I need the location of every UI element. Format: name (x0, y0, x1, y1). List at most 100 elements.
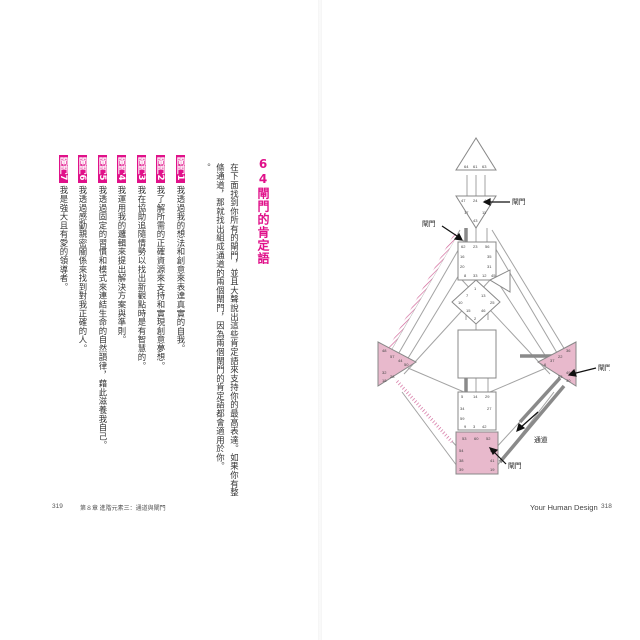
g-center (451, 279, 501, 325)
defined-channel (386, 233, 458, 353)
gate-number: 30 (566, 378, 571, 383)
gate-number: 46 (481, 308, 486, 313)
gate-number: 10 (458, 300, 463, 305)
gate-affirmation-1: 閘門1 我透過我的想法和創意來表達真實的自我。 (175, 155, 186, 353)
gate-number: 15 (466, 308, 471, 313)
gate-text: 我了解所需的正確資源來支持和實現創意夢想。 (155, 185, 166, 371)
gate-number: 20 (460, 264, 465, 269)
channel-line (493, 245, 561, 359)
gate-tag: 閘門5 (97, 155, 108, 183)
arrow-head (516, 422, 526, 433)
solar-plexus-center (537, 341, 577, 387)
gate-number: 34 (460, 406, 465, 411)
gate-tag: 閘門6 (77, 155, 88, 183)
gate-number: 35 (487, 254, 492, 259)
gate-number: 54 (459, 448, 464, 453)
callout-channel-label: 通道 (534, 435, 548, 444)
gate-tag: 閘門7 (58, 155, 69, 183)
gate-number: 1 (474, 286, 477, 291)
gate-number: 9 (464, 424, 467, 429)
defined-channel (394, 378, 454, 444)
gate-number: 32 (382, 370, 387, 375)
left-page-number: 319 (52, 503, 63, 510)
gate-number: 16 (460, 254, 465, 259)
gate-text: 我在協助追隨情勢以找出新觀點時是有智慧的。 (136, 185, 147, 371)
gate-affirmation-3: 閘門3 我在協助追隨情勢以找出新觀點時是有智慧的。 (136, 155, 147, 371)
gate-number: 25 (490, 300, 495, 305)
spleen-center (377, 341, 417, 387)
gate-number: 31 (487, 264, 492, 269)
gate-text: 我透過感動親密關係來找到對我正確的人。 (77, 185, 88, 353)
gate-number: 2 (474, 316, 477, 321)
gate-number: 14 (473, 394, 478, 399)
sacral-center (457, 391, 497, 431)
gate-number: 11 (482, 210, 487, 215)
channel-line (407, 367, 465, 393)
gate-number: 57 (390, 354, 395, 359)
gate-number: 23 (473, 244, 478, 249)
gate-number: 61 (473, 164, 478, 169)
gate-number: 56 (485, 244, 490, 249)
gate-tag: 閘門3 (136, 155, 147, 183)
ajna-center (455, 195, 497, 229)
arrow-head (488, 447, 499, 456)
arrow-head (567, 368, 577, 377)
gate-number: 50 (404, 362, 409, 367)
intro-paragraph-line-3: 。 (201, 163, 212, 172)
arrow-line (571, 367, 597, 375)
gate-affirmation-6: 閘門6 我透過感動親密關係來找到對我正確的人。 (77, 155, 88, 353)
gate-number: 42 (482, 424, 487, 429)
channel-line (401, 269, 463, 369)
gate-number: 37 (550, 358, 555, 363)
gate-number: 60 (474, 436, 479, 441)
gate-number: 7 (466, 293, 469, 298)
arrow-head (482, 198, 491, 206)
gate-number: 45 (491, 273, 496, 278)
gate-number: 22 (558, 354, 563, 359)
callout-gate-label: 閘門 (512, 198, 526, 206)
root-center (455, 431, 499, 475)
centers (377, 137, 577, 475)
callout-gate-label: 閘門 (598, 364, 610, 372)
section-heading: 64閘門的肯定語 (256, 157, 270, 265)
gate-text: 我運用我的邏輯來提出解決方案與準則。 (116, 185, 127, 345)
gate-number: 8 (464, 273, 467, 278)
gate-text: 我透過固定的習慣和模式來連結生命的自然韻律，藉此滋養我自己。 (97, 185, 108, 450)
gate-text: 我透過我的想法和創意來表達真實的自我。 (175, 185, 186, 353)
gate-number: 55 (558, 374, 563, 379)
gate-tag: 閘門1 (175, 155, 186, 183)
intro-paragraph-line-2: 條通道，那就找出組成通道的兩個閘門，因為兩個閘門的肯定語都會適用於你。 (215, 163, 226, 471)
gate-text: 我是強大且有愛的領導者。 (58, 185, 69, 292)
chapter-running-head: 第８章 進階元素三：通道與閘門 (80, 506, 166, 512)
callout-gate-label: 閘門 (422, 220, 436, 228)
gate-affirmation-4: 閘門4 我運用我的邏輯來提出解決方案與準則。 (116, 155, 127, 345)
gate-affirmation-5: 閘門5 我透過固定的習慣和模式來連結生命的自然韻律，藉此滋養我自己。 (97, 155, 108, 450)
sacral-center-top (457, 329, 497, 379)
gate-number: 13 (481, 293, 486, 298)
channel-line (491, 229, 566, 351)
defined-channel (498, 384, 566, 464)
gate-tag: 閘門2 (155, 155, 166, 183)
gate-number: 52 (486, 436, 491, 441)
gate-number: 39 (459, 467, 464, 472)
gate-number: 29 (485, 394, 490, 399)
gate-number: 5 (461, 394, 464, 399)
gate-number: 3 (473, 424, 476, 429)
page-gutter (318, 0, 322, 640)
gate-number: 19 (490, 467, 495, 472)
channel-line (395, 239, 465, 359)
heart-center (488, 269, 511, 293)
gate-number: 62 (461, 244, 466, 249)
gate-number: 64 (464, 164, 469, 169)
gate-number: 28 (390, 374, 395, 379)
book-running-head: Your Human Design (530, 503, 598, 512)
gate-tag: 閘門4 (116, 155, 127, 183)
bodygraph-diagram: 64 61 63 47 24 4 17 11 43 62 23 56 16 35… (377, 137, 610, 475)
intro-paragraph-line-1: 在下面找到你所有的閘門，並且大聲說出這些肯定語來支持你的最高表達。如果你有整 (229, 163, 240, 498)
gate-number: 36 (566, 348, 571, 353)
throat-center (457, 241, 497, 281)
gate-number: 18 (382, 378, 387, 383)
gate-number: 43 (473, 218, 478, 223)
gate-affirmation-2: 閘門2 我了解所需的正確資源來支持和實現創意夢想。 (155, 155, 166, 371)
